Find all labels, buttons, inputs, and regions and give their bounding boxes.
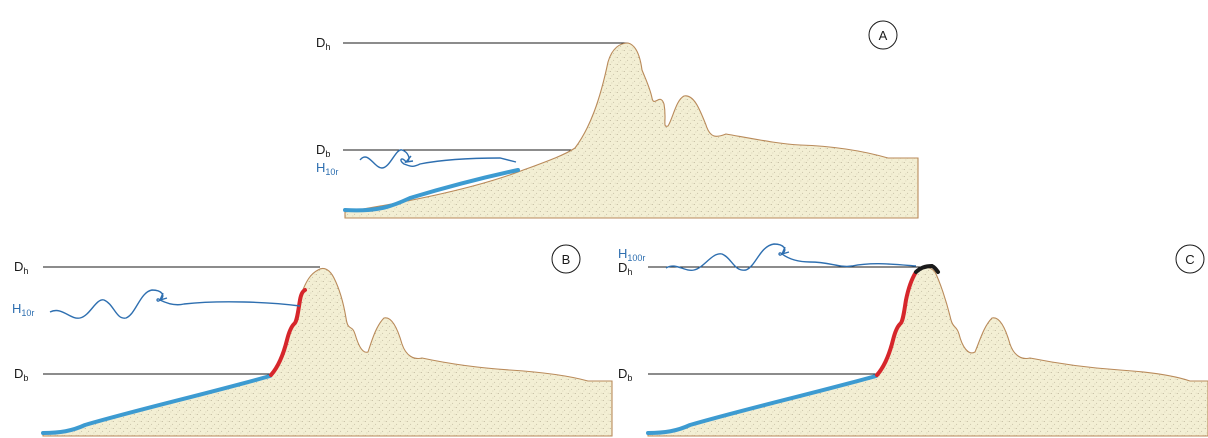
dune-profile — [344, 42, 919, 219]
panel-letter: C — [1185, 252, 1194, 267]
dune-height-label: Dh — [316, 35, 330, 52]
erosion-profile — [269, 288, 307, 377]
wave-arrowhead-icon — [404, 155, 414, 163]
wave-height-label: H100r — [618, 246, 645, 263]
dune-height-label: Dh — [618, 260, 632, 277]
beach-profile — [343, 168, 520, 213]
wave-arrowhead-icon — [158, 292, 168, 302]
panel-letter: B — [562, 252, 571, 267]
panel-a: Dh Db H10r A — [316, 20, 919, 219]
beach-profile — [646, 374, 878, 435]
panel-label-circle — [868, 20, 898, 50]
beach-profile — [41, 374, 272, 435]
dune-base-label: Db — [618, 366, 632, 383]
wave-icon — [665, 243, 917, 271]
dune-profile — [647, 266, 1208, 437]
wave-height-label: H10r — [12, 301, 34, 318]
dune-base-label: Db — [316, 142, 330, 159]
panel-c: H100r Dh Db C — [618, 243, 1208, 437]
panel-letter: A — [879, 28, 888, 43]
dune-height-label: Dh — [14, 259, 28, 276]
wave-height-label: H10r — [316, 160, 338, 177]
wave-arrowhead-icon — [780, 246, 790, 256]
wave-icon — [49, 289, 301, 319]
panel-label-circle — [1175, 244, 1205, 274]
panel-label-circle — [551, 244, 581, 274]
panel-b: Dh Db H10r B — [12, 244, 613, 437]
wave-icon — [359, 149, 517, 169]
dune-profile — [42, 267, 613, 437]
dune-base-label: Db — [14, 366, 28, 383]
erosion-profile — [875, 270, 918, 377]
overtopping-profile — [914, 263, 940, 274]
